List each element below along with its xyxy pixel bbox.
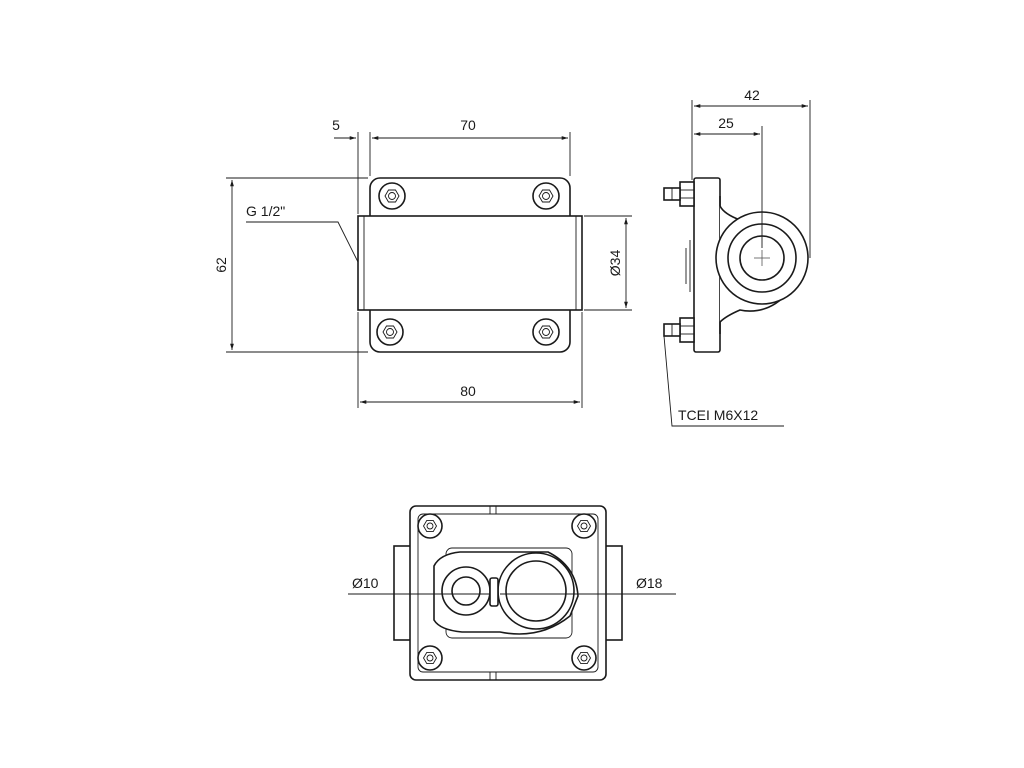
front-view: 5 70 80 62 Ø34 [213, 117, 632, 408]
bottom-view: Ø10 Ø18 [348, 505, 676, 681]
bottom-bolt-bottom-left [417, 645, 443, 671]
dim-axis-label: 25 [718, 115, 734, 131]
bottom-bolt-top-right [571, 513, 597, 539]
dim-height-label: 62 [213, 257, 229, 273]
bottom-bolt-top-left [417, 513, 443, 539]
bolt-bottom-left [376, 318, 404, 346]
screw-callout: TCEI M6X12 [663, 335, 784, 427]
bolt-bottom-right [532, 318, 560, 346]
dimension-small-hole: Ø10 [348, 575, 490, 595]
dimension-height: 62 [213, 177, 368, 353]
dim-pipe-label: Ø34 [607, 250, 623, 277]
dimension-width-bottom: 80 [357, 312, 583, 408]
screw-label: TCEI M6X12 [678, 407, 758, 423]
dim-small-hole-label: Ø10 [352, 575, 379, 591]
dimension-pipe: Ø34 [584, 215, 632, 311]
large-hole [505, 560, 567, 622]
thread-callout: G 1/2" [246, 203, 359, 263]
dim-width-top-label: 70 [460, 117, 476, 133]
screw-bottom [663, 317, 695, 343]
screw-top [663, 181, 695, 207]
dimension-overall: 42 [691, 87, 811, 258]
dimension-large-hole: Ø18 [500, 575, 676, 595]
small-hole [451, 576, 481, 606]
dim-large-hole-label: Ø18 [636, 575, 663, 591]
thread-label: G 1/2" [246, 203, 285, 219]
pipe-body [357, 215, 583, 311]
dimension-width-top: 70 [372, 117, 571, 176]
divider-slot [489, 577, 499, 607]
dim-width-bottom-label: 80 [460, 383, 476, 399]
dimension-axis: 25 [694, 115, 763, 248]
dim-flange-label: 5 [332, 117, 340, 133]
bottom-bolt-bottom-right [571, 645, 597, 671]
dim-overall-label: 42 [744, 87, 760, 103]
bolt-top-right [532, 182, 560, 210]
bolt-top-left [378, 182, 406, 210]
side-view: 42 25 TCEI M6X12 [663, 87, 811, 427]
